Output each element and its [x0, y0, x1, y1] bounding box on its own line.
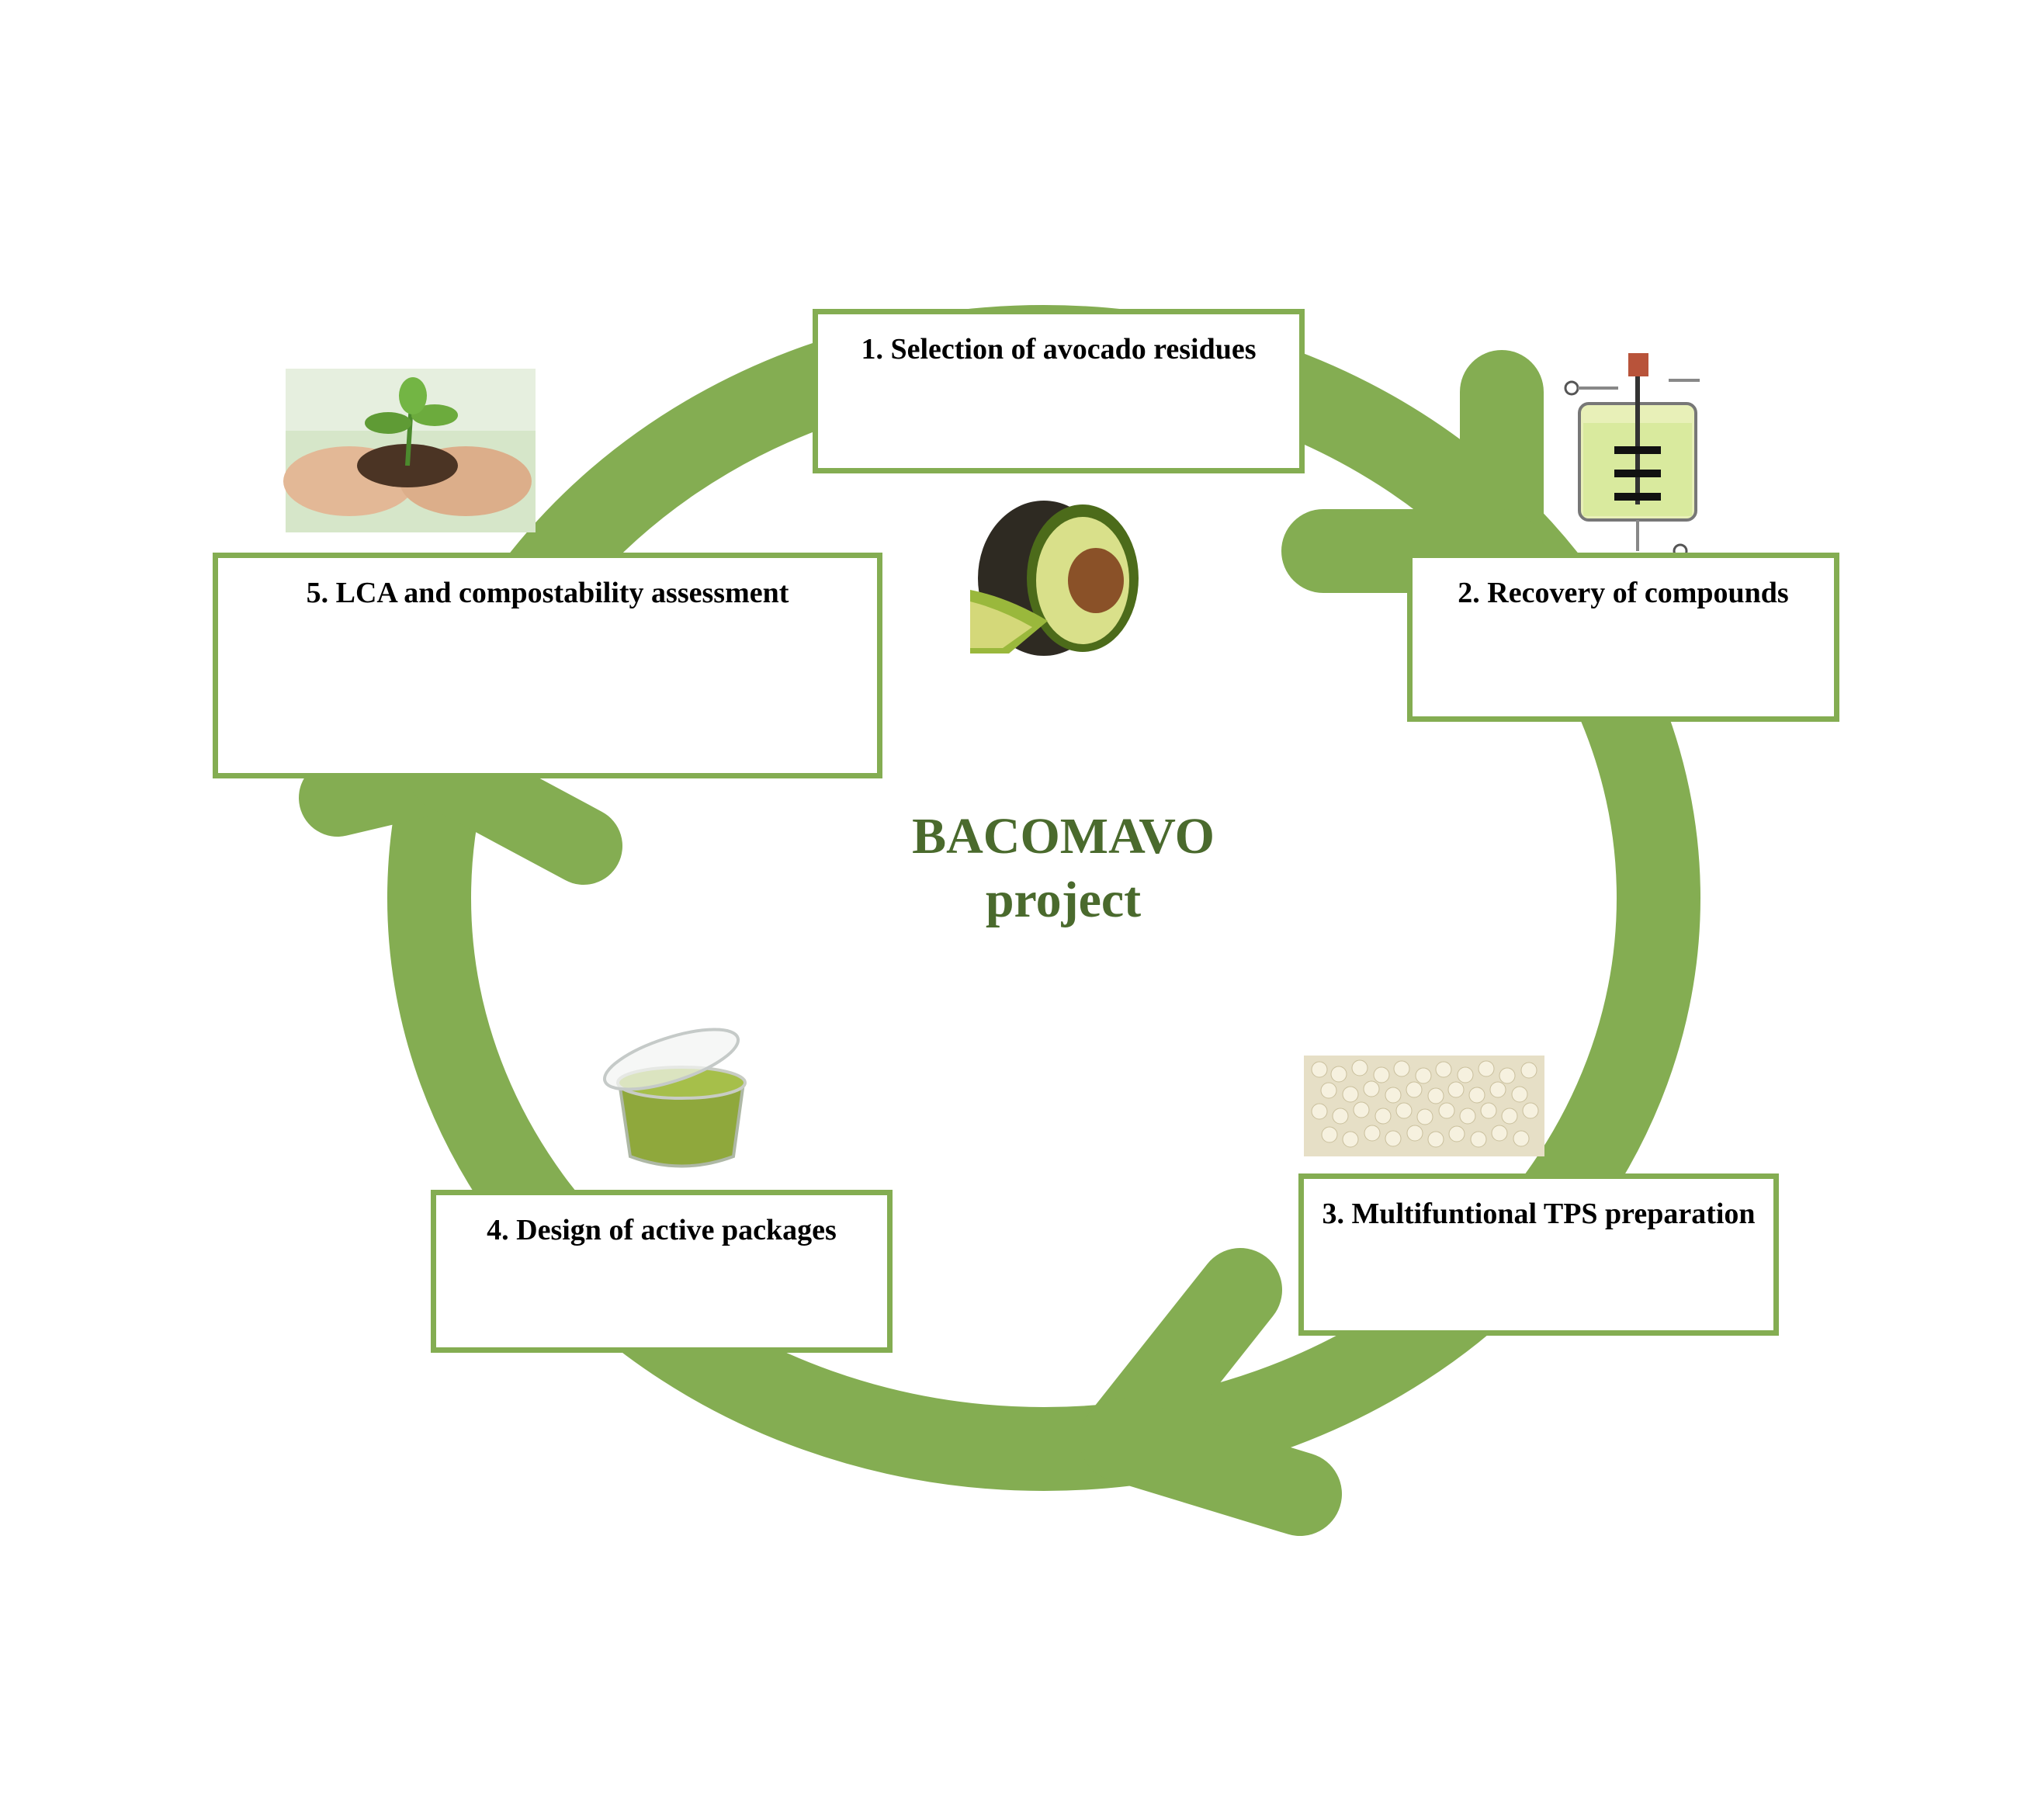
step-4-label: 4. Design of active packages: [487, 1214, 837, 1246]
step-3-box: 3. Multifuntional TPS preparation: [1298, 1173, 1779, 1336]
step-2-box: 2. Recovery of compounds: [1407, 553, 1839, 722]
avocado-halves-image: [970, 501, 1139, 656]
step-4-box: 4. Design of active packages: [431, 1190, 893, 1353]
step-5-box: 5. LCA and compostability assessment: [213, 553, 882, 778]
bioreactor-diagram-image: [1564, 353, 1700, 559]
step-1-label: 1. Selection of avocado residues: [861, 333, 1257, 366]
cycle-arrow-1-to-2: [1281, 350, 1544, 593]
hands-seedling-image: [283, 369, 536, 532]
step-2-label: 2. Recovery of compounds: [1458, 577, 1789, 609]
cycle-arrow-3-to-4: [1080, 1248, 1342, 1536]
project-title-line2: project: [985, 872, 1142, 928]
project-title-line1: BACOMAVO: [912, 808, 1215, 865]
starch-pellets-image: [1304, 1056, 1544, 1156]
step-1-box: 1. Selection of avocado residues: [813, 309, 1305, 473]
step-5-label: 5. LCA and compostability assessment: [306, 577, 789, 609]
step-3-label: 3. Multifuntional TPS preparation: [1322, 1198, 1756, 1230]
guacamole-container-image: [602, 1028, 747, 1168]
